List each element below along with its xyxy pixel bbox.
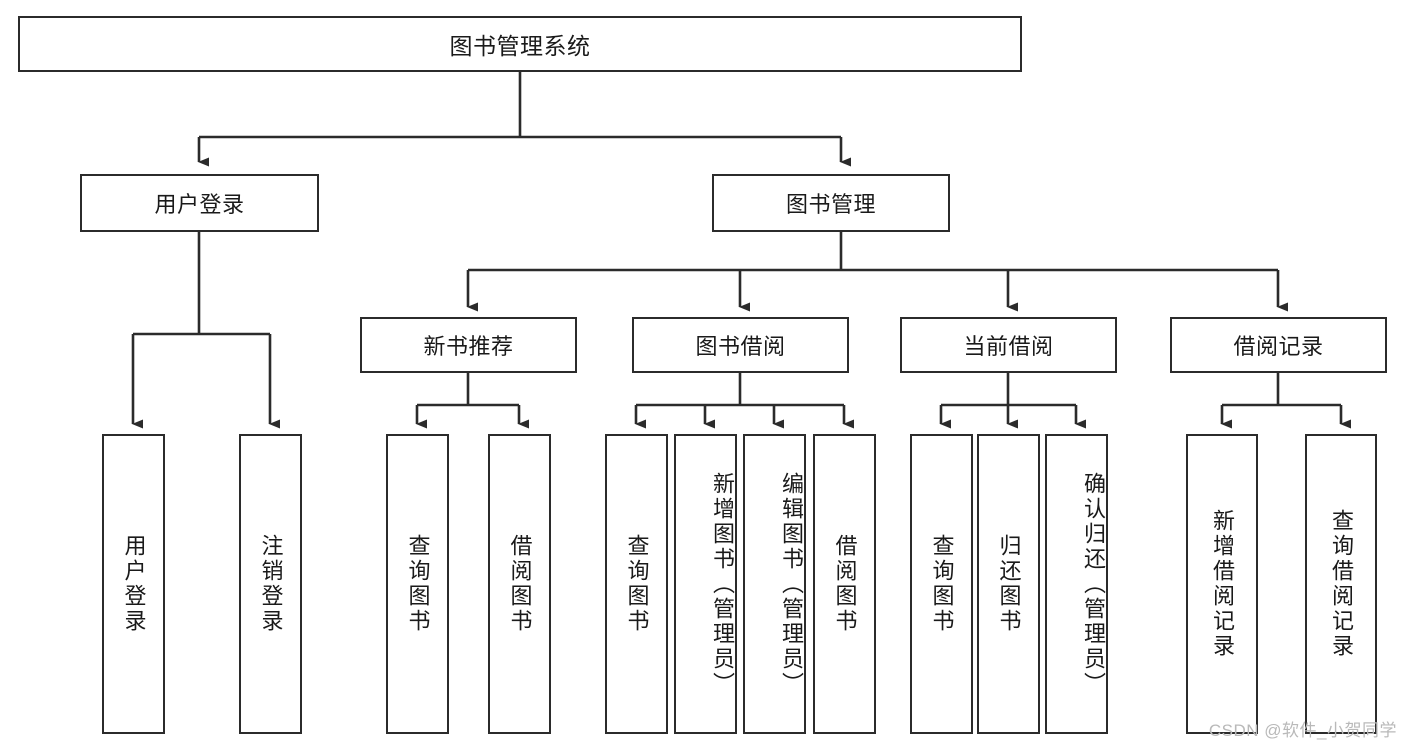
node-book-borrow[interactable]: 图书借阅 <box>632 317 849 373</box>
node-leaf-return-book[interactable]: 归还图书 <box>977 434 1040 734</box>
node-current-borrow[interactable]: 当前借阅 <box>900 317 1117 373</box>
node-leaf-logout-login[interactable]: 注销登录 <box>239 434 302 734</box>
node-leaf-edit-book[interactable]: 编辑图书（管理员） <box>743 434 806 734</box>
node-leaf-query-record[interactable]: 查询借阅记录 <box>1305 434 1377 734</box>
node-leaf-query-book-1[interactable]: 查询图书 <box>386 434 449 734</box>
node-borrow-record[interactable]: 借阅记录 <box>1170 317 1387 373</box>
node-leaf-borrow-book-2[interactable]: 借阅图书 <box>813 434 876 734</box>
node-leaf-confirm-return[interactable]: 确认归还（管理员） <box>1045 434 1108 734</box>
node-leaf-add-book[interactable]: 新增图书（管理员） <box>674 434 737 734</box>
node-user-login[interactable]: 用户登录 <box>80 174 319 232</box>
node-leaf-borrow-book-1[interactable]: 借阅图书 <box>488 434 551 734</box>
node-leaf-query-book-3[interactable]: 查询图书 <box>910 434 973 734</box>
node-root-system[interactable]: 图书管理系统 <box>18 16 1022 72</box>
node-book-management[interactable]: 图书管理 <box>712 174 950 232</box>
watermark-credit: CSDN @软件_小贺同学 <box>1208 721 1397 740</box>
node-leaf-user-login[interactable]: 用户登录 <box>102 434 165 734</box>
node-leaf-add-record[interactable]: 新增借阅记录 <box>1186 434 1258 734</box>
node-leaf-query-book-2[interactable]: 查询图书 <box>605 434 668 734</box>
node-new-book-recommend[interactable]: 新书推荐 <box>360 317 577 373</box>
